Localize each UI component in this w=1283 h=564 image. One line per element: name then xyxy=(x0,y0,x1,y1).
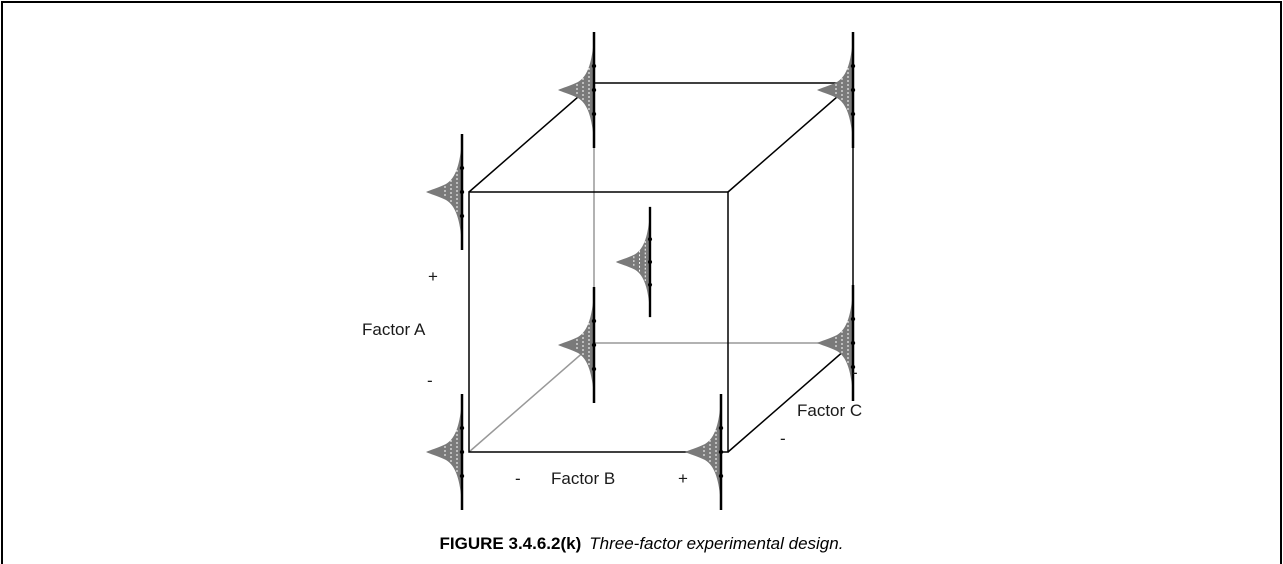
distribution-back-bottom-left xyxy=(556,285,598,405)
cube-edge-back-depth xyxy=(468,342,595,453)
factor-a-label: Factor A xyxy=(362,320,426,339)
distribution-front-top-left xyxy=(424,132,466,252)
cube-edge-top-left-depth xyxy=(468,82,595,193)
cube-hidden-edges xyxy=(468,83,853,453)
figure-caption: FIGURE 3.4.6.2(k) Three-factor experiment… xyxy=(0,534,1283,554)
factor-c-label: Factor C xyxy=(797,401,862,420)
factor-b-plus-label: + xyxy=(678,469,688,488)
distribution-back-top-right xyxy=(815,30,857,150)
cube-front-face xyxy=(468,191,729,453)
cube-visible-edges xyxy=(468,82,854,453)
factor-a-minus-label: - xyxy=(427,371,433,390)
figure-number: FIGURE 3.4.6.2(k) xyxy=(439,534,582,553)
distribution-front-bottom-left xyxy=(424,392,466,512)
cube-edge-top-right-depth xyxy=(727,82,854,193)
factor-a-plus-label: + xyxy=(428,267,438,286)
factor-c-upper-minus-label: - xyxy=(852,363,858,382)
factor-c-minus-label: - xyxy=(780,429,786,448)
distribution-center xyxy=(614,205,654,319)
distribution-back-top-left xyxy=(556,30,598,150)
factor-b-minus-label: - xyxy=(515,469,521,488)
factor-b-label: Factor B xyxy=(551,469,615,488)
figure-caption-text: Three-factor experimental design. xyxy=(589,534,844,553)
distribution-front-bottom-right xyxy=(683,392,725,512)
distribution-back-bottom-right xyxy=(815,283,857,403)
cube-edge-bottom-right-depth xyxy=(727,342,854,453)
